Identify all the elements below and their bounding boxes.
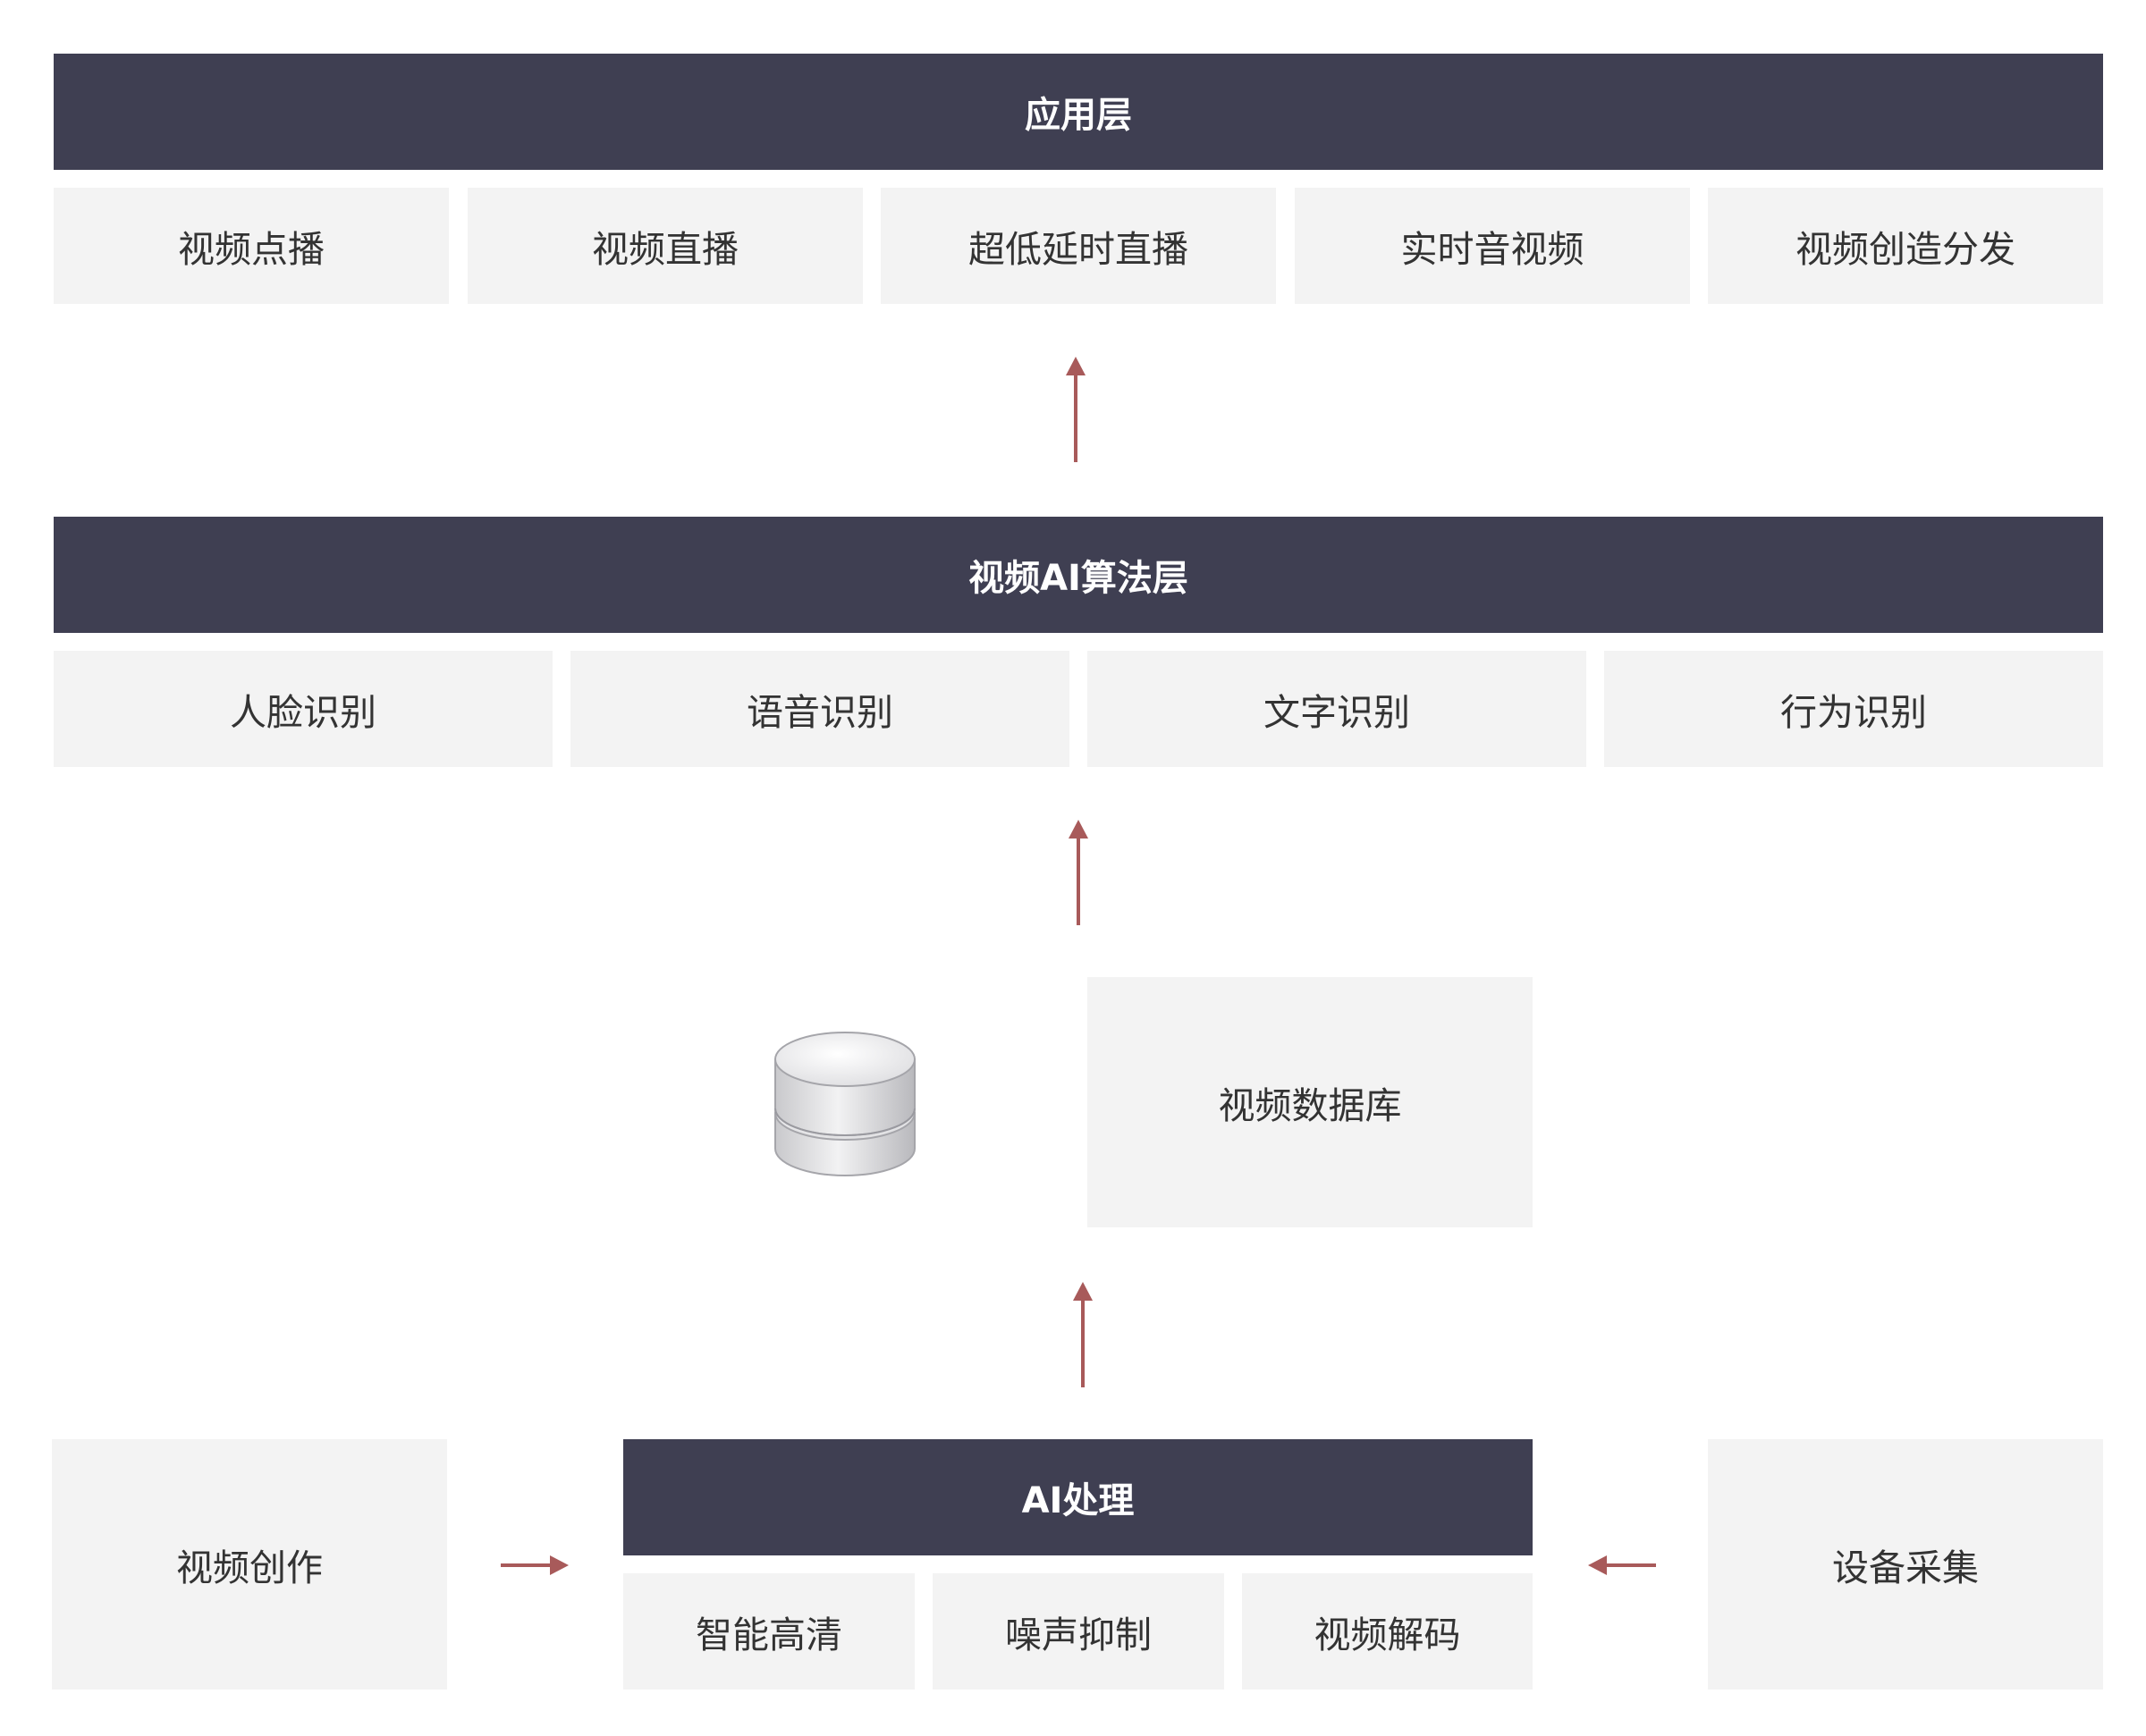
algo-item-label: 人脸识别 [230, 691, 376, 734]
algo-item-speech: 语音识别 [570, 651, 1069, 767]
database-icon [774, 1032, 916, 1176]
app-item-label: 视频点播 [178, 228, 325, 271]
algo-item-label: 行为识别 [1780, 691, 1927, 734]
ai-processing-title: AI处理 [1021, 1480, 1135, 1521]
video-database-label: 视频数据库 [1218, 1084, 1402, 1127]
app-layer-header: 应用层 [54, 54, 2103, 170]
algo-item-label: 语音识别 [747, 691, 893, 734]
app-item-label: 超低延时直播 [968, 228, 1188, 271]
algo-layer-header: 视频AI算法层 [54, 517, 2103, 633]
app-item-live: 视频直播 [468, 188, 863, 304]
app-item-low-latency-live: 超低延时直播 [881, 188, 1276, 304]
ai-item-label: 视频解码 [1314, 1614, 1461, 1656]
ai-item-label: 智能高清 [696, 1614, 842, 1656]
source-video-creation: 视频创作 [52, 1439, 447, 1690]
source-label: 视频创作 [176, 1546, 323, 1589]
app-item-label: 视频直播 [592, 228, 739, 271]
arrow-up-to-database [1073, 1282, 1093, 1387]
arrow-up-to-algo-layer [1069, 820, 1088, 925]
arrow-right-into-ai-processing [501, 1555, 569, 1575]
app-item-vod: 视频点播 [54, 188, 449, 304]
algo-item-text: 文字识别 [1087, 651, 1586, 767]
ai-item-label: 噪声抑制 [1005, 1614, 1152, 1656]
arrow-left-into-ai-processing [1588, 1555, 1656, 1575]
ai-item-super-resolution: 智能高清 [623, 1573, 915, 1690]
source-label: 设备采集 [1832, 1546, 1979, 1589]
app-item-label: 实时音视频 [1400, 228, 1584, 271]
algo-item-behavior: 行为识别 [1604, 651, 2103, 767]
algo-item-label: 文字识别 [1263, 691, 1410, 734]
arrow-up-to-app-layer [1066, 357, 1086, 462]
video-database-box: 视频数据库 [1087, 977, 1533, 1227]
ai-processing-header: AI处理 [623, 1439, 1533, 1555]
algo-item-face: 人脸识别 [54, 651, 553, 767]
source-device-capture: 设备采集 [1708, 1439, 2103, 1690]
ai-item-noise-suppression: 噪声抑制 [933, 1573, 1224, 1690]
app-item-distribution: 视频创造分发 [1708, 188, 2103, 304]
ai-item-video-decoding: 视频解码 [1242, 1573, 1533, 1690]
app-layer-title: 应用层 [1025, 95, 1132, 136]
app-item-rtc: 实时音视频 [1295, 188, 1690, 304]
algo-layer-title: 视频AI算法层 [968, 558, 1188, 599]
app-item-label: 视频创造分发 [1795, 228, 2015, 271]
